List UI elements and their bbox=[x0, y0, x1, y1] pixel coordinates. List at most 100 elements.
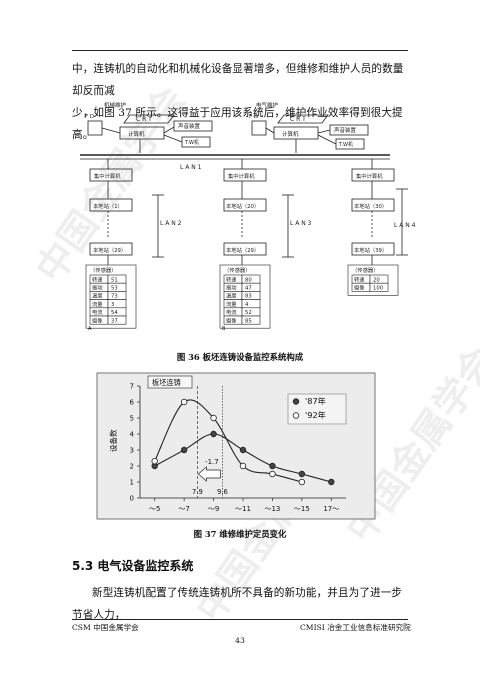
sensor-count-cell bbox=[369, 282, 389, 292]
chart-box-label-frame bbox=[147, 375, 193, 389]
sensor-name: 温度 bbox=[226, 292, 237, 300]
data-point bbox=[269, 462, 276, 470]
central-computer-label-2: 集中计算机 bbox=[228, 172, 255, 180]
x-tick-label: ～9 bbox=[208, 505, 219, 513]
data-point bbox=[151, 457, 158, 465]
sensor-count: 73 bbox=[111, 294, 118, 300]
typewriter-label-right: T.W机 bbox=[338, 141, 353, 148]
sensor-count: 37 bbox=[111, 318, 118, 324]
paragraph-line: 少，如图 37 所示。这得益于应用该系统后，维护作业效率得到很大提高。 bbox=[72, 107, 403, 141]
sensor-group-frame bbox=[85, 264, 137, 329]
sensor-count: 3 bbox=[111, 302, 114, 308]
y-tick-label: 5 bbox=[130, 415, 134, 423]
sensor-count: 51 bbox=[111, 277, 118, 283]
sensor-count: 85 bbox=[245, 318, 252, 324]
sensor-count: 80 bbox=[245, 277, 252, 283]
legend-label: '87年 bbox=[305, 396, 326, 406]
lan3-label: L A N 3 bbox=[290, 220, 312, 227]
legend-marker bbox=[292, 398, 300, 405]
figure37-caption: 图 37 维修维护定员变化 bbox=[193, 529, 287, 539]
local-station-top-label-1: 本地站（1） bbox=[93, 202, 123, 210]
sensor-name: 转速 bbox=[226, 275, 237, 283]
sensor-name: 振动 bbox=[92, 284, 103, 292]
computer-label-left: 计算机 bbox=[128, 130, 145, 138]
sensor-count: 54 bbox=[111, 310, 118, 316]
sensor-group-title: （传感器） bbox=[224, 266, 251, 274]
figure36-diagram: 机械维护 F D C R T 计算机 声音装置 T.W机 电气维护 F D C … bbox=[80, 101, 416, 332]
data-point bbox=[298, 478, 306, 486]
y-tick-label: 3 bbox=[130, 447, 134, 455]
sensor-group-foot: A bbox=[88, 326, 92, 332]
sensor-count: 4 bbox=[245, 302, 249, 308]
sensor-name: 摄像 bbox=[226, 316, 237, 324]
sensor-name: 温度 bbox=[92, 292, 103, 300]
data-point bbox=[298, 470, 306, 478]
data-point bbox=[328, 478, 335, 486]
legend-label: '92年 bbox=[305, 410, 326, 420]
local-station-bottom-label-1: 本地站（29） bbox=[93, 246, 126, 254]
chart-box-label: 板坯连铸 bbox=[152, 378, 181, 387]
footer-right: CMISI 冶金工业信息标准研究院 bbox=[300, 623, 411, 632]
sensor-group-foot: B bbox=[222, 326, 226, 332]
local-station-bottom-1 bbox=[89, 242, 133, 256]
fd-label-right: F D bbox=[249, 114, 258, 120]
local-station-top-1 bbox=[89, 198, 133, 212]
sensor-count: 47 bbox=[245, 286, 252, 292]
x-tick-label: ～15 bbox=[294, 505, 310, 513]
fd-box-left bbox=[87, 120, 103, 136]
sensor-group-frame bbox=[219, 264, 271, 329]
header-rule bbox=[72, 50, 408, 51]
lan1-label: L A N 1 bbox=[180, 164, 202, 171]
sensor-count: 83 bbox=[245, 294, 252, 300]
figure36-caption: 图 36 板坯连铸设备监控系统构成 bbox=[176, 352, 304, 362]
sensor-name: 转速 bbox=[92, 275, 103, 283]
data-point bbox=[210, 430, 217, 438]
lan2-label: L A N 2 bbox=[160, 220, 182, 227]
local-station-top-label-2: 本地站（20） bbox=[226, 202, 259, 210]
central-computer-2 bbox=[223, 168, 267, 182]
reference-vline-label: 9.6 bbox=[217, 488, 228, 496]
data-point bbox=[239, 462, 247, 470]
sound-device-label-left: 声音装置 bbox=[178, 122, 201, 130]
x-tick-label: ～11 bbox=[235, 505, 251, 513]
legend-marker bbox=[292, 412, 300, 419]
sensor-name: 电流 bbox=[226, 308, 237, 316]
central-computer-3 bbox=[351, 168, 395, 182]
y-tick-label: 7 bbox=[130, 383, 134, 391]
data-point bbox=[180, 398, 188, 406]
crt-label-left: C R T bbox=[136, 116, 152, 123]
mech-maintenance-label: 机械维护 bbox=[104, 101, 127, 109]
fd-label-left: F D bbox=[85, 114, 94, 120]
sensor-count-cell bbox=[241, 315, 261, 325]
sound-device-label-right: 声音装置 bbox=[334, 126, 357, 134]
local-station-bottom-label-3: 本地站（39） bbox=[354, 246, 387, 254]
sensor-name: 流量 bbox=[92, 300, 103, 308]
central-computer-label-3: 集中计算机 bbox=[356, 172, 383, 180]
shift-label: -1.7 bbox=[205, 458, 219, 466]
data-point bbox=[269, 470, 276, 478]
local-station-bottom-3 bbox=[351, 242, 395, 256]
sensor-count: 52 bbox=[245, 310, 252, 316]
sensor-name: 摄像 bbox=[92, 316, 103, 324]
local-station-bottom-2 bbox=[223, 242, 267, 256]
computer-label-right: 计算机 bbox=[282, 130, 299, 138]
x-tick-label: 17～ bbox=[323, 505, 339, 513]
central-computer-1 bbox=[89, 168, 133, 182]
sensor-count: 53 bbox=[111, 286, 118, 292]
footer-rule bbox=[72, 619, 408, 620]
local-station-top-label-3: 本地站（30） bbox=[354, 202, 387, 210]
typewriter-label-left: T.W机 bbox=[184, 139, 199, 146]
local-station-top-3 bbox=[351, 198, 395, 212]
y-tick-label: 0 bbox=[130, 495, 134, 503]
fd-box-right bbox=[251, 120, 267, 136]
footer-left: CSM 中国金属学会 bbox=[72, 623, 139, 632]
sensor-group-title: （传感器） bbox=[352, 266, 379, 274]
sensor-name: 摄像 bbox=[354, 284, 365, 292]
crt-label-right: C R T bbox=[290, 116, 306, 123]
sensor-count: 20 bbox=[373, 277, 380, 283]
intro-paragraph: 中，连铸机的自动化和机械化设备显著增多，但维修和维护人员的数量却反而减 少，如图… bbox=[72, 58, 412, 146]
x-tick-label: ～5 bbox=[149, 505, 160, 513]
sensor-group-title: （传感器） bbox=[90, 266, 117, 274]
y-tick-label: 1 bbox=[130, 479, 134, 487]
